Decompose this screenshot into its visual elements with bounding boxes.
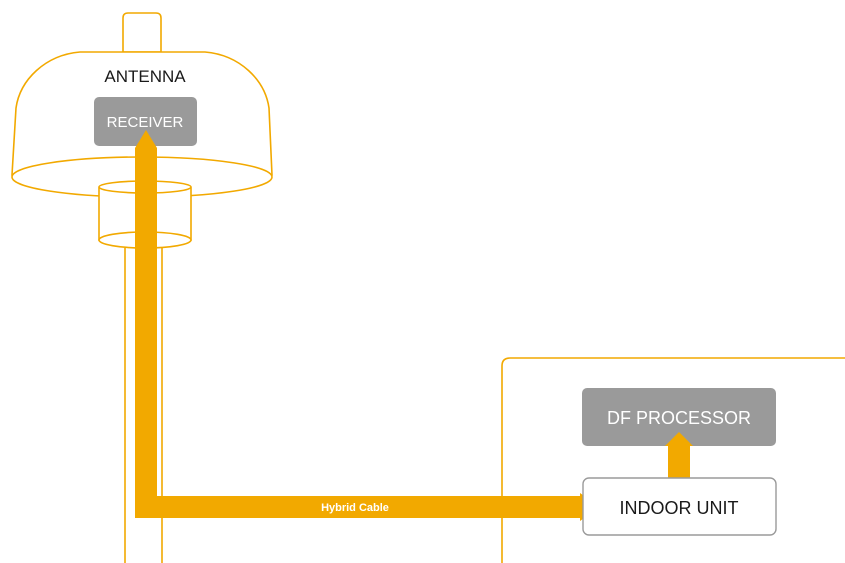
antenna-title: ANTENNA bbox=[104, 67, 186, 86]
hybrid-cable-path bbox=[135, 130, 600, 521]
indoor-enclosure bbox=[501, 357, 845, 563]
df-processor-label: DF PROCESSOR bbox=[607, 408, 751, 428]
indoor-unit-label: INDOOR UNIT bbox=[620, 498, 739, 518]
df-processor-box bbox=[582, 388, 776, 446]
receiver-box bbox=[94, 97, 197, 146]
receiver-label: RECEIVER bbox=[107, 114, 184, 131]
antenna-mast-top bbox=[122, 12, 162, 53]
hybrid-cable-label: Hybrid Cable bbox=[321, 502, 389, 514]
indoor-unit-box bbox=[582, 477, 777, 536]
processor-link-arrow bbox=[665, 432, 693, 478]
